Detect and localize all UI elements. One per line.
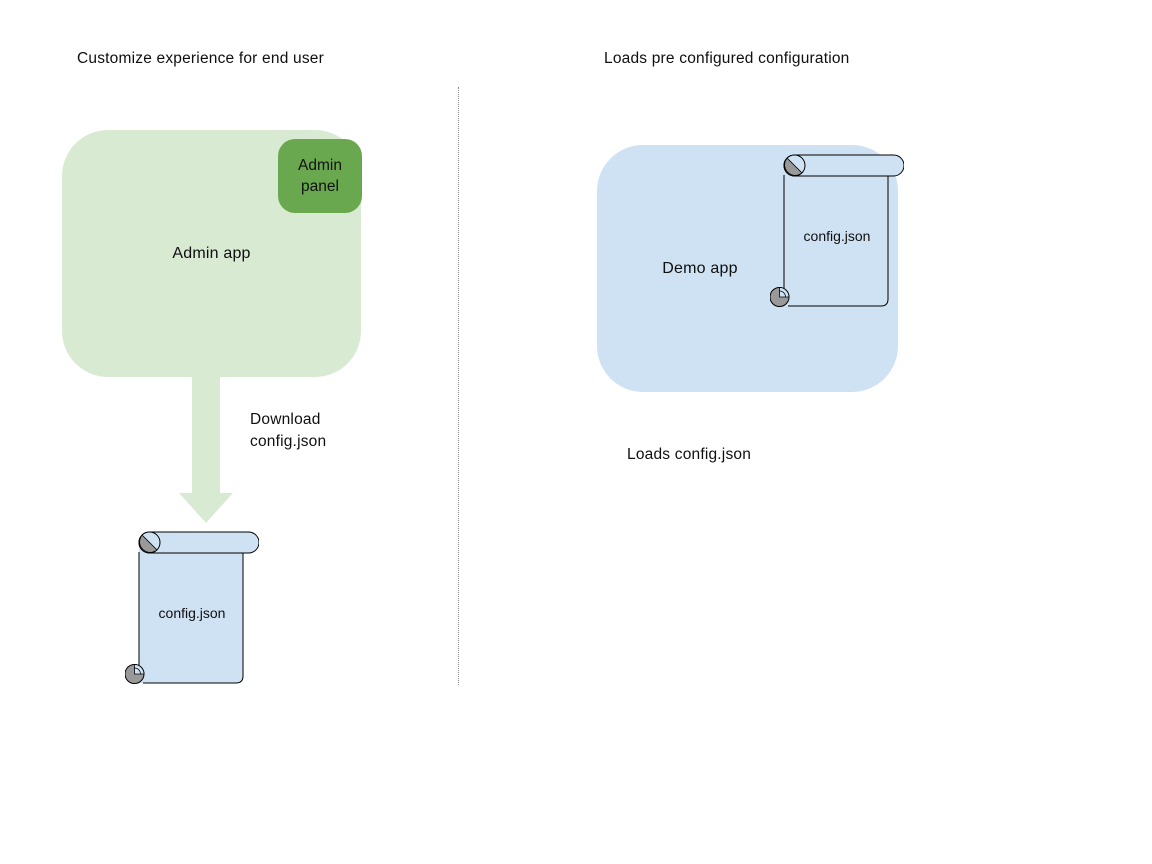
admin-app-label: Admin app (172, 244, 251, 262)
loads-caption: Loads config.json (627, 446, 752, 463)
config-file-left: config.json (125, 531, 259, 684)
left-section-title: Customize experience for end user (77, 50, 324, 67)
config-file-right: config.json (770, 154, 904, 307)
config-file-right-label: config.json (803, 228, 871, 244)
demo-app-label-wrap: Demo app (597, 145, 803, 392)
scroll-icon (770, 154, 904, 307)
admin-panel-box: Admin panel (278, 139, 362, 213)
demo-app-label: Demo app (662, 259, 738, 277)
config-file-left-label: config.json (158, 605, 226, 621)
section-divider (458, 87, 459, 685)
right-section-title: Loads pre configured configuration (604, 50, 850, 67)
admin-panel-label: Admin panel (298, 157, 342, 195)
scroll-icon (125, 531, 259, 684)
download-caption: Download config.json (250, 411, 327, 450)
arrow-down-icon (179, 377, 233, 523)
